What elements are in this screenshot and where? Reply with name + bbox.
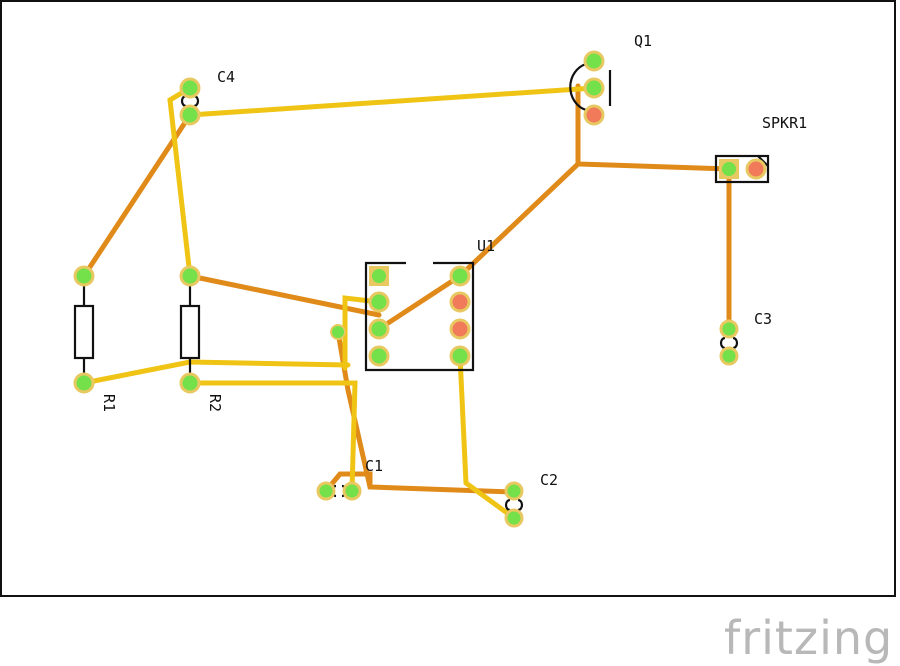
trace-c4-q1[interactable]: [187, 85, 597, 118]
pad-r2-1[interactable]: [179, 265, 201, 287]
trace-r2-c1[interactable]: [187, 380, 358, 494]
spkr1-outline: [714, 154, 770, 184]
silkscreen: [73, 62, 770, 512]
pad-c3-2[interactable]: [719, 346, 739, 366]
pad-r1-2[interactable]: [73, 372, 95, 394]
label-c3: C3: [754, 310, 772, 328]
c3-marker: [719, 336, 739, 350]
pad-c3-1[interactable]: [719, 319, 739, 339]
pad-u1-5[interactable]: [449, 345, 471, 367]
pad-r1-1[interactable]: [73, 265, 95, 287]
pad-u1-1-center: [372, 269, 386, 283]
pad-c1-1[interactable]: [316, 481, 336, 501]
pad-c4-1[interactable]: [179, 77, 201, 99]
pad-q1-2[interactable]: [583, 77, 605, 99]
pad-c4-2[interactable]: [179, 104, 201, 126]
label-c2: C2: [540, 471, 558, 489]
label-c1: C1: [365, 457, 383, 475]
pad-r2-2[interactable]: [179, 372, 201, 394]
spkr1-corner: [757, 155, 769, 167]
board-outline: [0, 0, 896, 597]
pad-u1-8[interactable]: [449, 265, 471, 287]
trace-u1-c2[interactable]: [457, 353, 517, 521]
trace-c1-pads[interactable]: [323, 471, 373, 494]
label-spkr1: SPKR1: [762, 114, 807, 132]
pad-q1-1[interactable]: [583, 50, 605, 72]
pad-u1-3[interactable]: [368, 318, 390, 340]
pad-u1-7[interactable]: [449, 291, 471, 313]
via-u1[interactable]: [330, 324, 346, 340]
label-c4: C4: [217, 68, 235, 86]
u1-outline: [364, 261, 475, 372]
pad-u1-4[interactable]: [368, 345, 390, 367]
pad-c2-2[interactable]: [504, 508, 524, 528]
pad-spkr1-2[interactable]: [745, 158, 767, 180]
pad-spkr1-1-center: [722, 162, 736, 176]
fritzing-logo: fritzing: [724, 611, 893, 665]
pad-q1-3[interactable]: [583, 104, 605, 126]
c2-marker: [504, 498, 524, 512]
trace-u1-c1[interactable]: [342, 295, 382, 371]
top-traces: [81, 85, 597, 521]
label-r1: R1: [100, 394, 118, 412]
pad-u1-6[interactable]: [449, 318, 471, 340]
q1-body-arc: [569, 62, 587, 112]
pad-u1-2[interactable]: [368, 291, 390, 313]
label-u1: U1: [477, 237, 495, 255]
label-r2: R2: [206, 394, 224, 412]
pads: [73, 50, 767, 528]
pad-c1-2[interactable]: [342, 481, 362, 501]
label-q1: Q1: [634, 32, 652, 50]
pad-c2-1[interactable]: [504, 481, 524, 501]
part-labels: Q1 C4 SPKR1 U1 C3 R1 R2 C1 C2: [100, 32, 807, 489]
